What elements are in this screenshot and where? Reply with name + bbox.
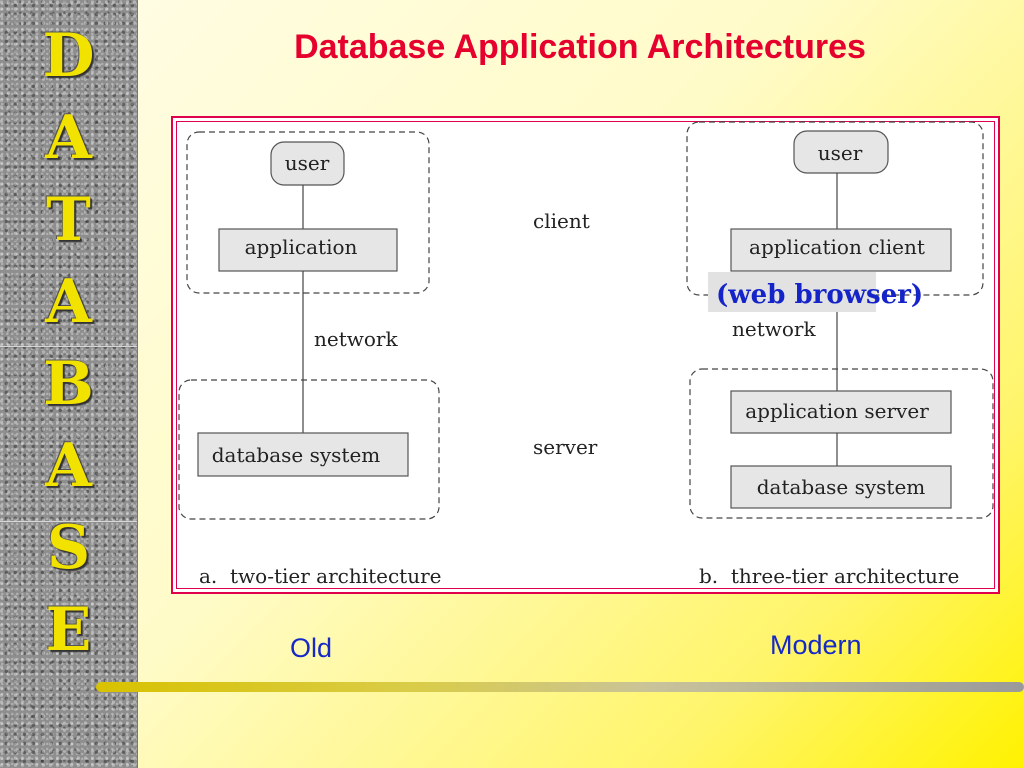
two-tier-user-box bbox=[270, 141, 345, 186]
three-tier-application-server-box bbox=[730, 390, 952, 434]
bottom-rule bbox=[96, 682, 1024, 692]
three-tier-user-label: user bbox=[818, 141, 863, 165]
three-tier-user-box bbox=[793, 130, 889, 174]
sidebar-letter-a: A bbox=[45, 103, 92, 173]
three-tier-application-server-label: application server bbox=[745, 399, 929, 423]
three-tier-network-label: network bbox=[732, 317, 816, 341]
three-tier-server-zone bbox=[689, 368, 994, 519]
sidebar-letter-b: B bbox=[43, 349, 94, 419]
three-tier-application-client-label: application client bbox=[749, 235, 925, 259]
two-tier-user-label: user bbox=[285, 151, 330, 175]
old-caption: Old bbox=[290, 633, 333, 663]
sidebar-letter-a: A bbox=[45, 431, 92, 501]
client-label: client bbox=[533, 209, 590, 233]
sidebar: D A T A B A S E bbox=[0, 0, 138, 768]
sidebar-letter-t: T bbox=[46, 185, 91, 255]
sidebar-letter-a: A bbox=[45, 267, 92, 337]
two-tier-caption: a. two-tier architecture bbox=[199, 564, 442, 588]
modern-caption: Modern bbox=[770, 630, 862, 660]
two-tier-database-box bbox=[197, 432, 409, 477]
server-label: server bbox=[533, 435, 598, 459]
architecture-figure bbox=[171, 116, 1000, 594]
web-browser-label: (web browser) bbox=[708, 272, 948, 312]
two-tier-application-box bbox=[218, 228, 398, 272]
sidebar-divider bbox=[0, 346, 137, 347]
two-tier-application-label: application bbox=[245, 235, 358, 259]
sidebar-letter-d: D bbox=[42, 21, 95, 91]
slide-title: Database Application Architectures bbox=[294, 28, 866, 66]
sidebar-letter-s: S bbox=[46, 513, 91, 583]
two-tier-database-label: database system bbox=[212, 443, 381, 467]
two-tier-network-label: network bbox=[314, 327, 398, 351]
three-tier-caption: b. three-tier architecture bbox=[699, 564, 959, 588]
three-tier-database-label: database system bbox=[757, 475, 926, 499]
three-tier-database-box bbox=[730, 465, 952, 509]
sidebar-letter-e: E bbox=[45, 595, 92, 665]
three-tier-application-client-box bbox=[730, 228, 952, 272]
two-tier-client-zone bbox=[186, 131, 430, 294]
two-tier-server-zone bbox=[178, 379, 440, 520]
sidebar-divider bbox=[0, 521, 137, 522]
